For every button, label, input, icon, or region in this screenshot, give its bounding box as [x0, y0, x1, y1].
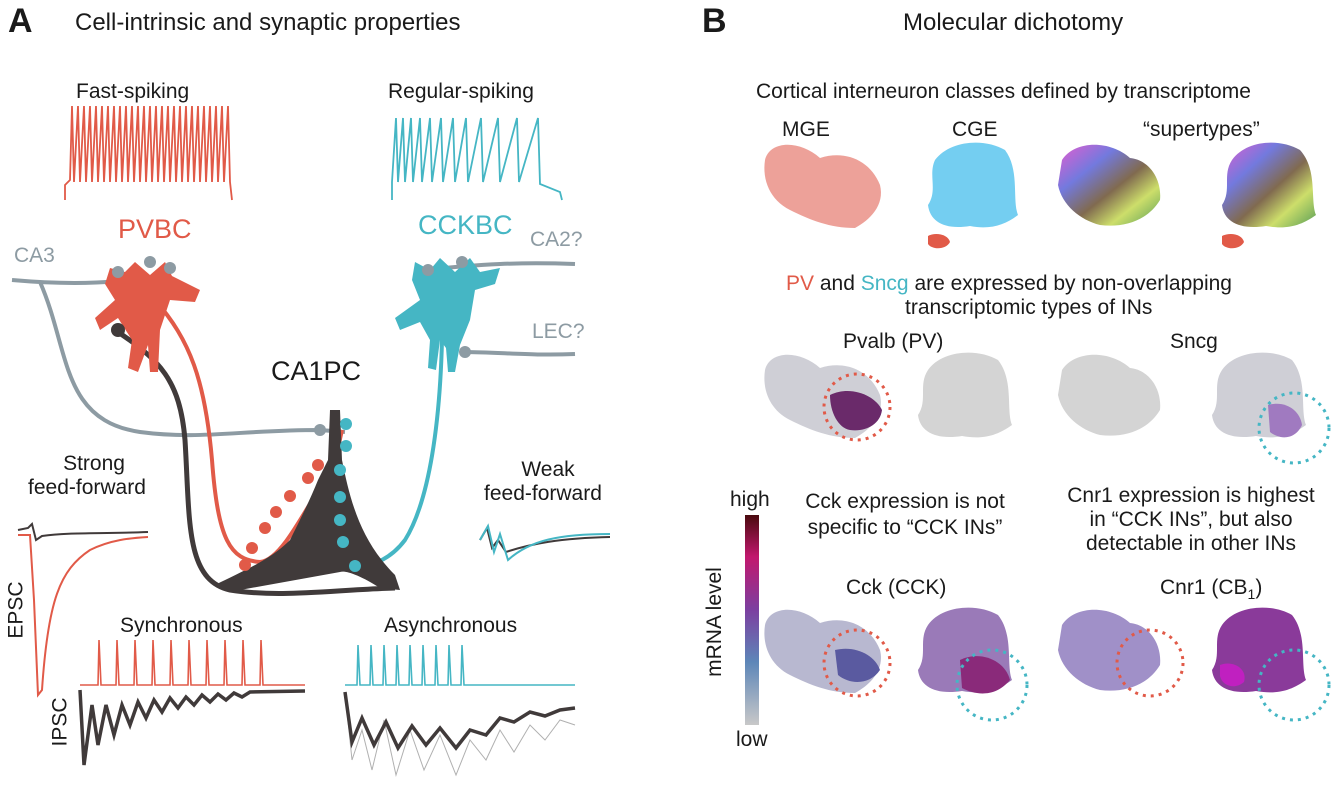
cckbc-input-synapses — [422, 256, 471, 358]
supertypes-label: “supertypes” — [1143, 118, 1260, 141]
ca1pc-label: CA1PC — [271, 356, 362, 386]
epsc-label: EPSC — [4, 581, 28, 639]
panel-a-letter: A — [8, 2, 33, 40]
cck-circle-cyan — [955, 648, 1029, 722]
cnr1-circle-red — [1115, 628, 1185, 698]
pv-word: PV — [786, 272, 815, 295]
cnr1-label-sub: 1 — [1247, 586, 1256, 603]
cck-synapses — [334, 418, 361, 572]
panel-b-letter: B — [702, 2, 727, 40]
async-spikes — [345, 644, 575, 686]
sncg-umap-high — [1268, 403, 1302, 438]
expression-line-2: transcriptomic types of INs — [905, 296, 1153, 319]
cck-note-2: specific to “CCK INs” — [807, 516, 1003, 539]
cnr1-note-3: detectable in other INs — [1085, 532, 1297, 555]
synchronous-label: Synchronous — [120, 614, 243, 637]
expression-line-1: PV and Sncg are expressed by non-overlap… — [786, 272, 1232, 296]
and-word: and — [814, 272, 861, 295]
epsc-trace-dark — [17, 522, 149, 542]
cckbc-cell — [395, 258, 500, 372]
sncg-label: Sncg — [1170, 330, 1218, 353]
pv-synapses — [239, 459, 324, 571]
pc-axon-loop — [113, 327, 396, 596]
sncg-word: Sncg — [860, 272, 909, 295]
pvbc-label: PVBC — [118, 214, 192, 244]
epsc-trace-red — [18, 534, 149, 698]
lec-label: LEC? — [532, 320, 585, 343]
cck-label: Cck (CCK) — [846, 576, 947, 599]
mrna-colorbar — [745, 515, 759, 725]
mge-label: MGE — [782, 118, 830, 141]
mge-umap — [764, 144, 881, 228]
pvbc-dark-synapse — [111, 323, 125, 337]
panel-a-title: Cell-intrinsic and synaptic properties — [75, 9, 461, 36]
cge-umap-pv — [928, 234, 950, 249]
weak-ff-label: feed-forward — [484, 482, 602, 505]
sync-ipsc — [78, 689, 306, 766]
cnr1-label-main: Cnr1 (CB — [1160, 576, 1248, 599]
pvalb-umap-right — [918, 352, 1012, 438]
fast-spiking-label: Fast-spiking — [76, 80, 190, 103]
cnr1-circle-cyan — [1257, 648, 1331, 722]
cnr1-label-close: ) — [1255, 576, 1263, 599]
cnr1-note-2: in “CCK INs”, but also — [1089, 508, 1293, 531]
ipsc-label: IPSC — [48, 697, 72, 747]
classes-title: Cortical interneuron classes defined by … — [756, 80, 1251, 103]
expression-rest: are expressed by non-overlapping — [908, 272, 1232, 295]
pvalb-label: Pvalb (PV) — [843, 330, 944, 353]
async-ipsc-faint — [344, 691, 576, 777]
supertypes-umap-1 — [1058, 144, 1161, 226]
strong-label: Strong — [63, 452, 125, 475]
pvalb-circle — [822, 372, 892, 442]
sync-spikes — [80, 639, 305, 686]
strong-ff-label: feed-forward — [28, 476, 146, 499]
sncg-circle — [1257, 391, 1331, 465]
supertypes-umap-2 — [1222, 142, 1316, 228]
cnr1-umap-magenta — [1220, 663, 1245, 687]
scale-high-label: high — [730, 488, 770, 511]
asynchronous-label: Asynchronous — [384, 614, 518, 637]
cnr1-umap-left — [1058, 609, 1161, 691]
cge-label: CGE — [952, 118, 998, 141]
ca1pc-soma — [215, 410, 400, 590]
ca3-synapse — [314, 424, 326, 436]
lec-axon — [461, 350, 576, 357]
regular-spiking-label: Regular-spiking — [388, 80, 534, 103]
regular-spiking-trace — [391, 117, 563, 201]
fast-spiking-trace — [64, 105, 233, 201]
pvalb-umap-high — [830, 390, 882, 431]
cnr1-note-1: Cnr1 expression is highest — [1067, 484, 1315, 507]
cck-circle-red — [822, 628, 892, 698]
sncg-umap-left — [1058, 354, 1161, 436]
cckbc-label: CCKBC — [418, 210, 513, 240]
ca2-label: CA2? — [530, 228, 583, 251]
scale-low-label: low — [736, 728, 768, 751]
weak-trace-cyan — [479, 523, 611, 562]
ca3-label: CA3 — [14, 244, 55, 267]
pvbc-cell — [95, 262, 200, 372]
cnr1-label: Cnr1 (CB1) — [1160, 576, 1262, 602]
panel-b-title: Molecular dichotomy — [903, 9, 1124, 36]
cck-umap-right-high — [960, 656, 1010, 694]
weak-label: Weak — [521, 458, 575, 481]
pvbc-input-synapses — [112, 256, 176, 278]
cck-umap-left-high — [835, 648, 880, 682]
mrna-level-label: mRNA level — [702, 567, 726, 677]
async-ipsc — [343, 691, 576, 752]
cck-note-1: Cck expression is not — [805, 490, 1005, 513]
cge-umap — [928, 142, 1018, 228]
supertypes-umap-pv — [1222, 234, 1244, 249]
